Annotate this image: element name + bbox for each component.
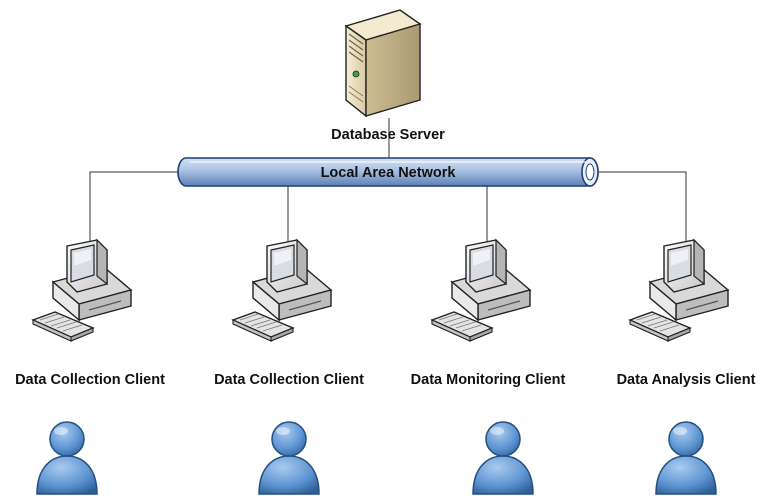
client-4: Data Analysis Client [617, 239, 756, 495]
client-2: Data Collection Client [214, 239, 364, 495]
client-1: Data Collection Client [15, 239, 165, 495]
client-label: Data Monitoring Client [411, 372, 566, 388]
client-label: Data Collection Client [15, 372, 165, 388]
user-icon [472, 421, 534, 495]
client-link-1 [89, 171, 180, 254]
computer-icon [431, 239, 531, 342]
client-label: Data Collection Client [214, 372, 364, 388]
client-link-4 [596, 171, 687, 254]
local-area-network: Local Area Network [177, 157, 599, 187]
computer-icon [629, 239, 729, 342]
network-label: Local Area Network [321, 165, 457, 181]
computer-icon [32, 239, 132, 342]
server-label: Database Server [331, 127, 445, 143]
computer-icon [232, 239, 332, 342]
database-server: Database Server [331, 9, 445, 143]
client-label: Data Analysis Client [617, 372, 756, 388]
server-icon [344, 9, 422, 118]
user-icon [655, 421, 717, 495]
client-3: Data Monitoring Client [411, 239, 566, 495]
user-icon [258, 421, 320, 495]
user-icon [36, 421, 98, 495]
